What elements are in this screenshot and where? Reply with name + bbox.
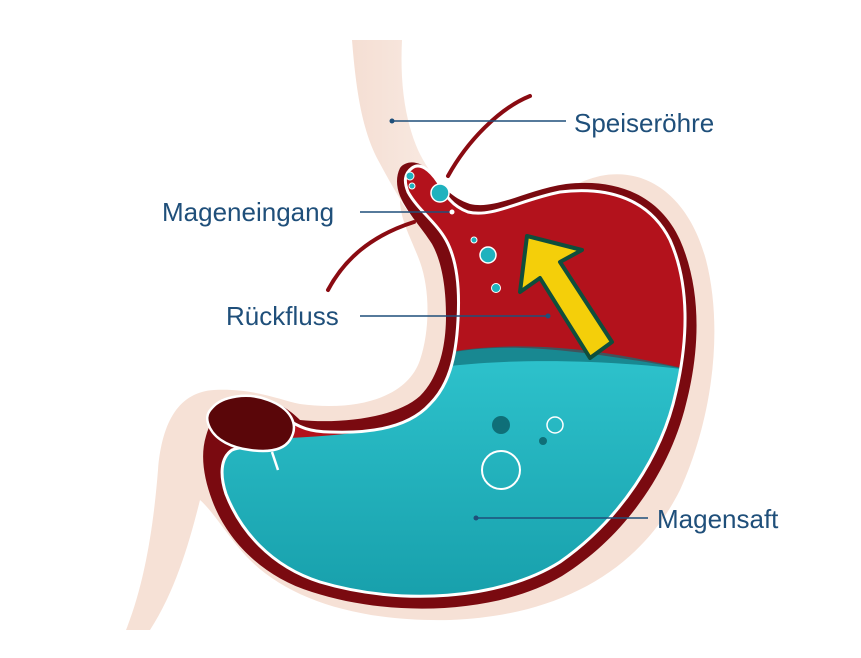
pylorus-bulb (206, 394, 296, 453)
cavity-outline (220, 164, 687, 598)
label-mageneingang: Mageneingang (162, 197, 335, 227)
arrow-up-icon (518, 234, 614, 360)
upper-sphincter-arc (446, 94, 532, 178)
label-speiseroehre: Speiseröhre (574, 108, 715, 138)
label-magensaft: Magensaft (657, 504, 779, 534)
label-rueckfluss: Rückfluss (226, 301, 339, 331)
esophagus-tissue (352, 40, 470, 220)
lower-sphincter-arc (326, 220, 416, 292)
